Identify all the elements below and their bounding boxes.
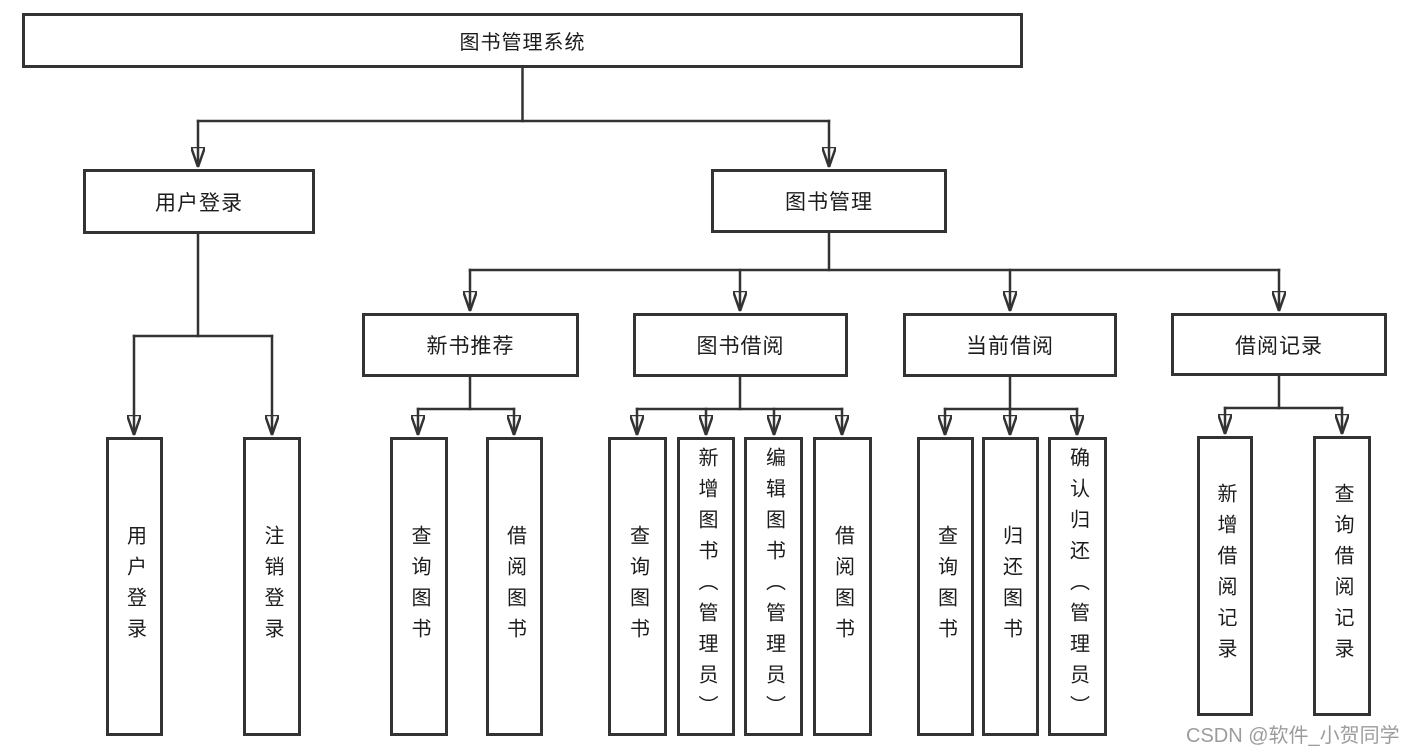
leaf-return-books: 归还图书 <box>982 437 1039 736</box>
leaf-logout: 注销登录 <box>243 437 301 736</box>
leaf-user-login: 用户登录 <box>106 437 163 736</box>
node-label: 新增借阅记录 <box>1214 483 1236 669</box>
node-label: 借阅记录 <box>1235 334 1323 358</box>
node-book-borrow: 图书借阅 <box>633 313 848 377</box>
csdn-watermark: CSDN @软件_小贺同学 <box>1186 725 1400 747</box>
node-book-management: 图书管理 <box>711 169 947 233</box>
node-label: 查询借阅记录 <box>1331 483 1353 669</box>
node-label: 图书管理 <box>785 191 873 214</box>
node-label: 图书管理系统 <box>459 32 586 54</box>
node-label: 查询图书 <box>626 524 649 649</box>
leaf-confirm-return-admin: 确认归还（管理员） <box>1048 437 1107 736</box>
node-label: 借阅图书 <box>831 524 854 649</box>
node-label: 编辑图书（管理员） <box>762 447 785 726</box>
leaf-query-books-recommend: 查询图书 <box>390 437 448 736</box>
node-label: 借阅图书 <box>503 524 526 649</box>
node-label: 注销登录 <box>261 524 283 649</box>
node-user-login: 用户登录 <box>83 169 315 234</box>
leaf-query-books-current: 查询图书 <box>917 437 974 736</box>
leaf-edit-books-admin: 编辑图书（管理员） <box>744 437 803 736</box>
node-label: 用户登录 <box>123 524 146 649</box>
node-label: 查询图书 <box>408 524 430 649</box>
node-current-borrow: 当前借阅 <box>903 313 1117 377</box>
leaf-borrow-books: 借阅图书 <box>813 437 872 736</box>
node-root-system: 图书管理系统 <box>22 13 1023 68</box>
leaf-query-borrow-record: 查询借阅记录 <box>1313 436 1371 716</box>
leaf-add-borrow-record: 新增借阅记录 <box>1197 436 1253 716</box>
node-label: 用户登录 <box>155 191 243 215</box>
node-new-book-recommend: 新书推荐 <box>362 313 579 377</box>
leaf-borrow-books-recommend: 借阅图书 <box>486 437 543 736</box>
node-label: 图书借阅 <box>696 335 785 358</box>
node-borrow-records: 借阅记录 <box>1171 313 1387 376</box>
leaf-add-books-admin: 新增图书（管理员） <box>677 437 735 736</box>
node-label: 归还图书 <box>999 524 1022 649</box>
node-label: 查询图书 <box>934 524 957 649</box>
node-label: 新书推荐 <box>426 335 515 358</box>
node-label: 新增图书（管理员） <box>695 447 717 726</box>
node-label: 当前借阅 <box>966 335 1054 358</box>
node-label: 确认归还（管理员） <box>1066 447 1089 726</box>
leaf-query-books-borrow: 查询图书 <box>608 437 667 736</box>
